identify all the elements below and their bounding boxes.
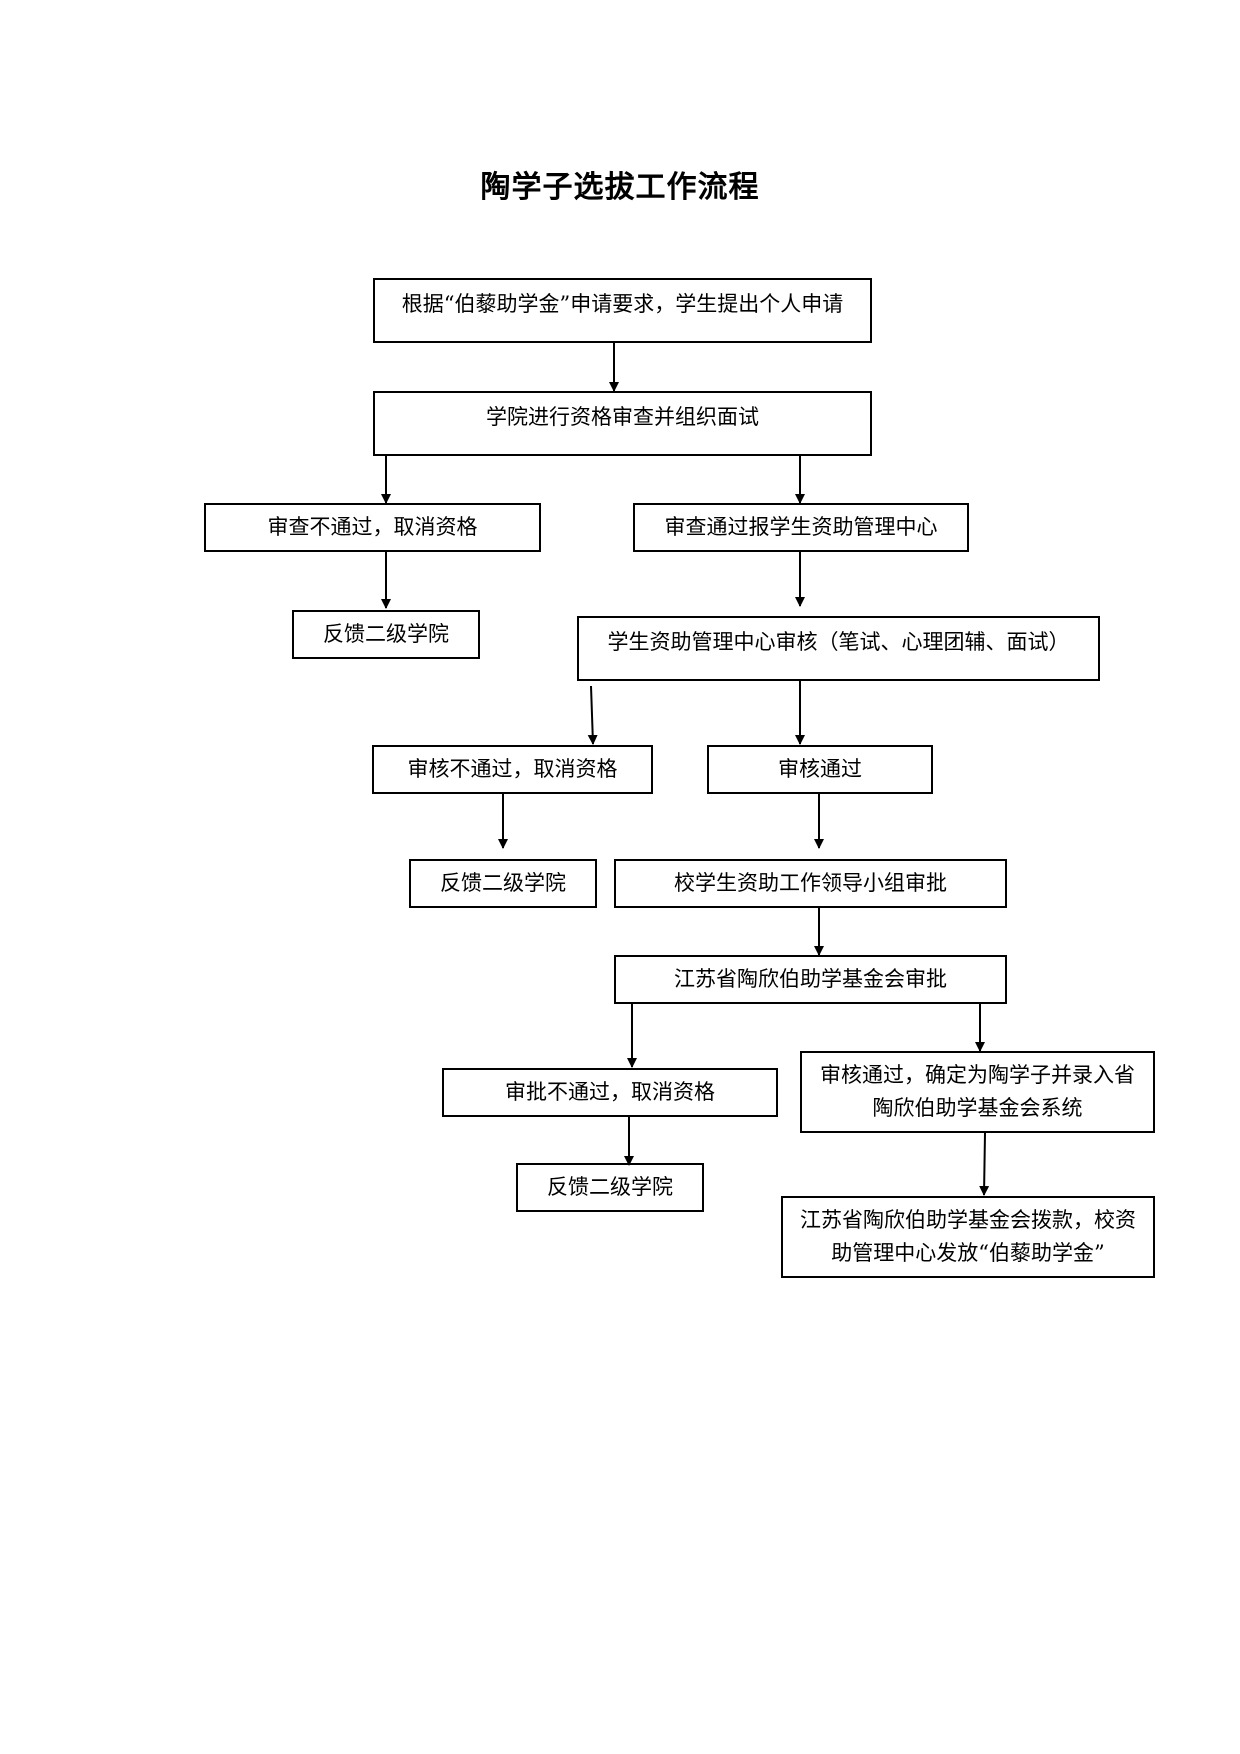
node-college-fail-label: 审查不通过，取消资格 xyxy=(267,515,478,539)
node-feedback-2: 反馈二级学院 xyxy=(409,859,597,908)
node-foundation-pass: 审核通过，确定为陶学子并录入省 陶欣伯助学基金会系统 xyxy=(800,1051,1155,1133)
node-college-review-label: 学院进行资格审查并组织面试 xyxy=(486,405,759,429)
node-school-approval: 校学生资助工作领导小组审批 xyxy=(614,859,1007,908)
node-feedback-2-label: 反馈二级学院 xyxy=(440,871,566,895)
node-foundation-pass-line1: 审核通过，确定为陶学子并录入省 xyxy=(820,1063,1135,1087)
node-foundation-fail-label: 审批不通过，取消资格 xyxy=(505,1080,715,1104)
node-payout-line2: 助管理中心发放“伯藜助学金” xyxy=(831,1241,1105,1265)
node-payout: 江苏省陶欣伯助学基金会拨款，校资 助管理中心发放“伯藜助学金” xyxy=(781,1196,1155,1278)
node-apply: 根据“伯藜助学金”申请要求，学生提出个人申请 xyxy=(373,278,872,343)
node-center-fail: 审核不通过，取消资格 xyxy=(372,745,653,794)
node-feedback-3-label: 反馈二级学院 xyxy=(547,1175,673,1199)
node-college-fail: 审查不通过，取消资格 xyxy=(204,503,541,552)
node-foundation-approval-label: 江苏省陶欣伯助学基金会审批 xyxy=(674,967,947,991)
node-college-review: 学院进行资格审查并组织面试 xyxy=(373,391,872,456)
node-feedback-3: 反馈二级学院 xyxy=(516,1163,704,1212)
arrow-pass-to-payout xyxy=(979,1132,990,1196)
node-payout-line1: 江苏省陶欣伯助学基金会拨款，校资 xyxy=(800,1208,1136,1232)
node-center-pass-label: 审核通过 xyxy=(778,757,862,781)
node-college-pass-label: 审查通过报学生资助管理中心 xyxy=(664,515,938,539)
node-foundation-fail: 审批不通过，取消资格 xyxy=(442,1068,778,1117)
node-center-review: 学生资助管理中心审核（笔试、心理团辅、面试） xyxy=(577,616,1100,681)
node-center-pass: 审核通过 xyxy=(707,745,933,794)
node-school-approval-label: 校学生资助工作领导小组审批 xyxy=(674,871,947,895)
node-feedback-1: 反馈二级学院 xyxy=(292,610,480,659)
node-foundation-approval: 江苏省陶欣伯助学基金会审批 xyxy=(614,955,1007,1004)
node-feedback-1-label: 反馈二级学院 xyxy=(323,622,449,646)
node-apply-label: 根据“伯藜助学金”申请要求，学生提出个人申请 xyxy=(401,292,844,316)
node-center-fail-label: 审核不通过，取消资格 xyxy=(407,757,618,781)
page-title: 陶学子选拔工作流程 xyxy=(480,170,760,205)
arrow-center-to-fail xyxy=(587,685,598,745)
node-foundation-pass-line2: 陶欣伯助学基金会系统 xyxy=(872,1096,1083,1120)
node-college-pass: 审查通过报学生资助管理中心 xyxy=(633,503,969,552)
node-center-review-label: 学生资助管理中心审核（笔试、心理团辅、面试） xyxy=(607,630,1070,654)
